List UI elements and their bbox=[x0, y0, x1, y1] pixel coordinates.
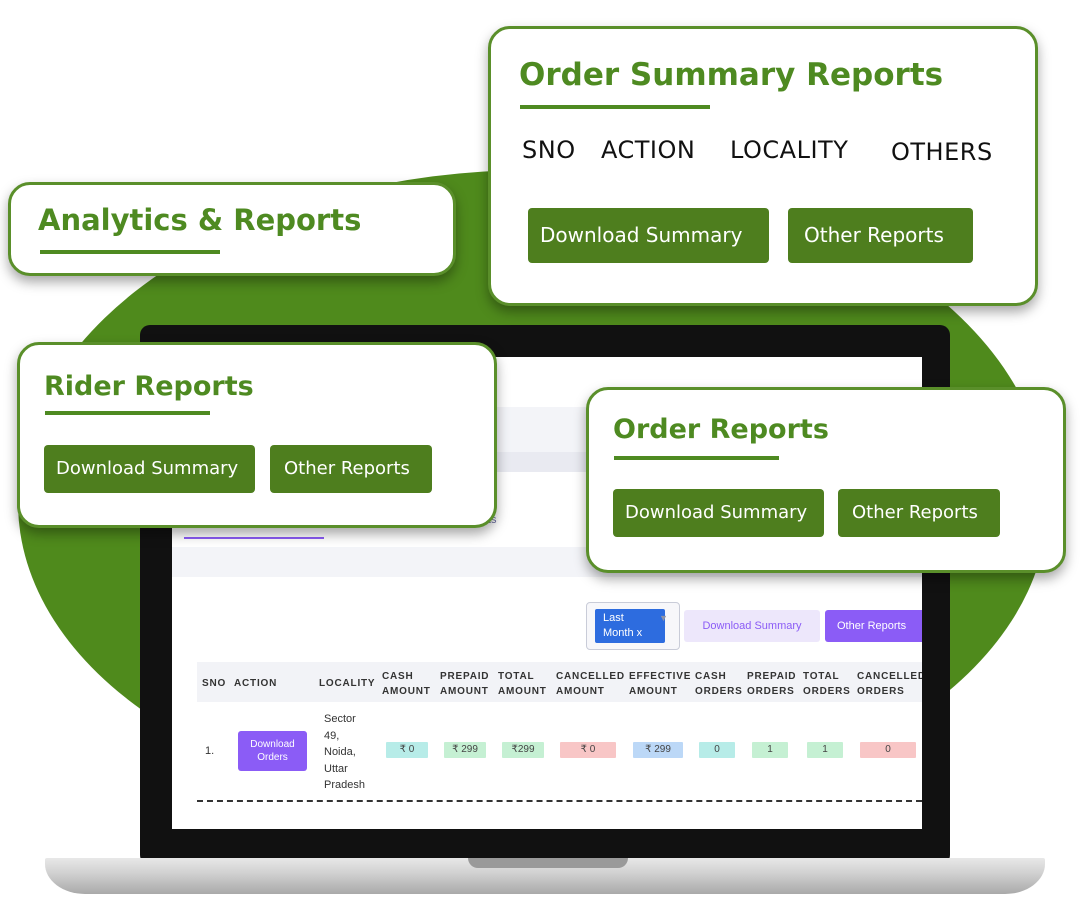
rider-download-summary-button[interactable]: Download Summary bbox=[44, 445, 255, 493]
rider-reports-underline bbox=[45, 411, 210, 415]
analytics-card: Analytics & Reports bbox=[8, 182, 456, 276]
table-row-divider bbox=[197, 800, 922, 802]
col-locality: LOCALITY bbox=[730, 136, 849, 164]
rider-other-reports-button[interactable]: Other Reports bbox=[270, 445, 432, 493]
rider-reports-title: Rider Reports bbox=[44, 371, 254, 402]
th-sno: SNO bbox=[202, 678, 227, 689]
col-action: ACTION bbox=[601, 136, 696, 164]
dropdown-caret-icon[interactable]: ▼ bbox=[659, 613, 668, 623]
cell-effective-amount: ₹ 299 bbox=[633, 742, 683, 758]
cell-prepaid-amount: ₹ 299 bbox=[444, 742, 486, 758]
analytics-title: Analytics & Reports bbox=[38, 203, 362, 237]
cell-prepaid-orders: 1 bbox=[752, 742, 788, 758]
order-summary-underline bbox=[520, 105, 710, 109]
date-filter-select[interactable]: Last Month x ▼ bbox=[586, 602, 680, 650]
cell-cash-amount: ₹ 0 bbox=[386, 742, 428, 758]
order-other-reports-button[interactable]: Other Reports bbox=[838, 489, 1000, 537]
order-download-summary-button[interactable]: Download Summary bbox=[613, 489, 824, 537]
filter-chip-line2: Month x bbox=[603, 627, 643, 639]
cell-total-orders: 1 bbox=[807, 742, 843, 758]
screen-other-reports-button[interactable]: Other Reports bbox=[825, 610, 922, 642]
filter-chip-line1: Last bbox=[603, 612, 624, 624]
order-reports-card: Order Reports Download Summary Other Rep… bbox=[586, 387, 1066, 573]
cell-cash-orders: 0 bbox=[699, 742, 735, 758]
order-summary-title: Order Summary Reports bbox=[519, 57, 944, 93]
cell-cancelled-amount: ₹ 0 bbox=[560, 742, 616, 758]
active-tab-indicator bbox=[184, 537, 324, 539]
analytics-underline bbox=[40, 250, 220, 254]
th-locality: LOCALITY bbox=[319, 678, 376, 689]
cell-locality: Sector 49, Noida, Uttar Pradesh bbox=[324, 713, 365, 791]
cell-sno: 1. bbox=[205, 745, 215, 757]
order-summary-other-reports-button[interactable]: Other Reports bbox=[788, 208, 973, 263]
screen-download-summary-button[interactable]: Download Summary bbox=[684, 610, 820, 642]
table-header bbox=[197, 662, 922, 702]
order-reports-title: Order Reports bbox=[613, 414, 829, 445]
rider-reports-card: Rider Reports Download Summary Other Rep… bbox=[17, 342, 497, 528]
th-action: ACTION bbox=[234, 678, 278, 689]
filter-chip[interactable]: Last Month x bbox=[595, 609, 665, 643]
order-summary-download-button[interactable]: Download Summary bbox=[528, 208, 769, 263]
col-others: OTHERS bbox=[891, 138, 993, 166]
download-orders-button[interactable]: Download Orders bbox=[238, 731, 307, 771]
col-sno: SNO bbox=[522, 136, 576, 164]
cell-cancelled-orders: 0 bbox=[860, 742, 916, 758]
cell-total-amount: ₹299 bbox=[502, 742, 544, 758]
laptop-notch bbox=[468, 858, 628, 868]
order-reports-underline bbox=[614, 456, 779, 460]
order-summary-card: Order Summary Reports SNO ACTION LOCALIT… bbox=[488, 26, 1038, 306]
